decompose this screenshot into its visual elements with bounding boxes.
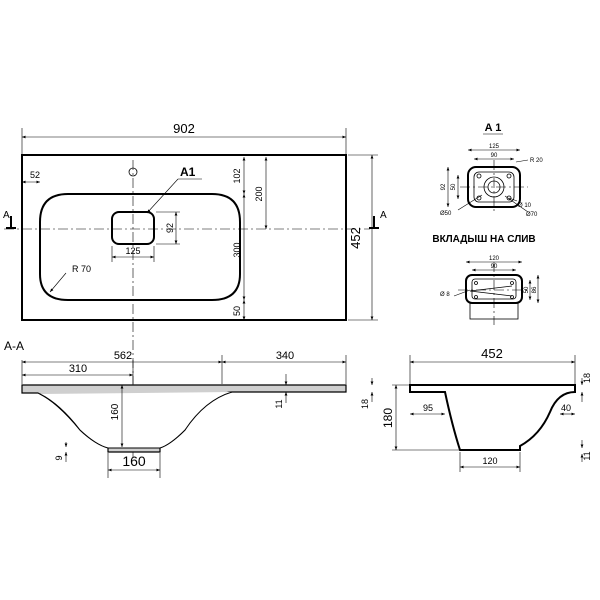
insert-outer-width: 120 [489,256,500,262]
dim-corner-radius: R 70 [72,264,91,274]
section-marker-right: A [380,210,387,221]
dim-bottom-thickness: 9 [54,455,64,460]
dim-side-thickness: 18 [360,399,370,409]
dim-drain-height: 92 [165,223,175,233]
dim-side-depth: 452 [481,346,503,361]
dim-front-offset: 40 [561,403,571,413]
detail-hole-large: Ø50 [440,211,452,217]
dim-to-drain-center: 562 [114,350,132,362]
drain-insert-detail: ВКЛАДЫШ НА СЛИВ 120 90 Ø 8 50 86 [432,234,540,325]
dim-bowl-half: 310 [69,363,87,375]
detail-a1: A 1 125 90 R 20 92 50 Ø50 Ø70 Ø 10 [440,122,543,218]
dim-side-height: 180 [381,408,395,428]
dim-tap-to-drain: 200 [254,186,264,201]
detail-title: A 1 [485,122,502,134]
dim-counter-thickness: 11 [274,399,284,408]
dim-right-part: 340 [276,350,294,362]
insert-outer-height: 86 [532,286,538,293]
detail-radius: R 20 [530,158,543,164]
drain-outline [111,211,155,245]
dim-bowl-depth: 300 [232,242,242,257]
detail-inner-width: 90 [491,153,498,159]
detail-outer-height: 92 [441,183,447,190]
side-view: 452 180 95 40 120 18 11 [381,346,592,472]
dim-front-edge: 50 [232,306,242,316]
dim-left-offset: 52 [30,170,40,180]
dim-bowl-top: 102 [232,168,242,183]
dim-bowl-depth-section: 160 [110,403,121,420]
detail-hole-medium: Ø70 [526,212,538,218]
bowl-outline [39,193,241,301]
dim-side-top-thickness: 18 [582,373,592,383]
detail-hole-small: Ø 10 [518,203,532,209]
section-view: A-A 562 340 310 160 11 160 9 [4,339,374,478]
top-view: 902 52 A1 102 200 300 50 92 125 R 70 [3,121,387,458]
insert-inner-height: 50 [524,286,530,293]
detail-callout-label: A1 [180,165,196,179]
detail-outer-width: 125 [489,144,500,150]
section-label: A-A [4,339,24,353]
insert-profile [469,302,519,320]
detail-inner-height: 50 [451,183,457,190]
dim-drain-width: 125 [125,246,140,256]
side-outline [409,384,576,451]
dim-width: 902 [173,121,195,136]
insert-title: ВКЛАДЫШ НА СЛИВ [432,234,535,245]
insert-hole: Ø 8 [440,292,450,298]
section-marker-left: A [3,210,10,221]
dim-depth: 452 [348,227,363,249]
countertop-outline [21,154,347,321]
insert-inner-width: 90 [491,264,498,270]
dim-back-offset: 95 [423,403,433,413]
dim-side-outlet: 120 [482,456,497,466]
dim-side-bottom-thickness: 11 [582,451,592,460]
dim-outlet-width: 160 [122,453,146,469]
